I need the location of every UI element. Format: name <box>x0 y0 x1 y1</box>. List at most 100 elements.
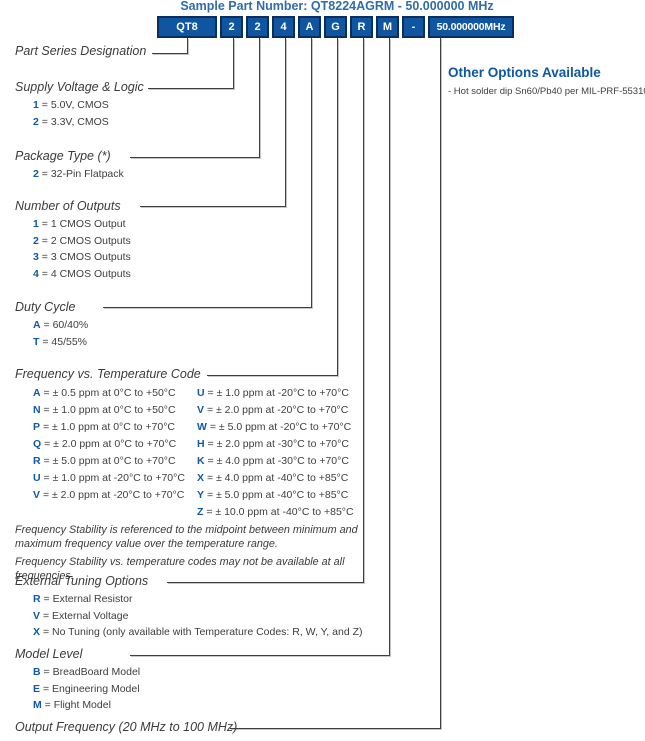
section-part-series: Part Series Designation <box>15 44 146 58</box>
part-number-box: R <box>350 16 373 38</box>
code-value: U <box>33 472 41 484</box>
part-number-box: G <box>324 16 347 38</box>
code-item: U = ± 1.0 ppm at -20°C to +70°C <box>197 385 354 402</box>
code-description: = 32-Pin Flatpack <box>41 168 124 180</box>
code-item: 1 = 1 CMOS Output <box>33 216 131 233</box>
code-description: = BreadBoard Model <box>43 666 141 678</box>
code-item: 2 = 2 CMOS Outputs <box>33 233 131 250</box>
connector-line <box>363 38 364 582</box>
code-value: 1 <box>33 218 39 230</box>
code-value: R <box>33 593 41 605</box>
code-description: = ± 5.0 ppm at -20°C to +70°C <box>209 421 352 433</box>
code-description: = ± 2.0 ppm at -30°C to +70°C <box>207 438 349 450</box>
connector-line <box>152 53 188 54</box>
code-value: A <box>33 319 41 331</box>
code-description: = ± 4.0 ppm at -40°C to +85°C <box>206 472 349 484</box>
code-value: Z <box>197 506 204 518</box>
code-value: N <box>33 404 41 416</box>
code-item: Y = ± 5.0 ppm at -40°C to +85°C <box>197 487 354 504</box>
code-item: P = ± 1.0 ppm at 0°C to +70°C <box>33 419 197 436</box>
connector-line <box>140 206 286 207</box>
connector-line <box>311 38 312 307</box>
section-duty-cycle: Duty Cycle A = 60/40% T = 45/55% <box>15 300 88 350</box>
code-description: = ± 2.0 ppm at -20°C to +70°C <box>42 489 185 501</box>
connector-line <box>230 728 441 729</box>
connector-line <box>233 38 234 88</box>
code-item: E = Engineering Model <box>33 681 140 698</box>
code-item: U = ± 1.0 ppm at -20°C to +70°C <box>33 470 197 487</box>
connector-line <box>389 38 390 655</box>
part-number-box: - <box>402 16 425 38</box>
code-value: M <box>33 699 42 711</box>
code-description: = External Resistor <box>43 593 133 605</box>
code-value: E <box>33 682 41 695</box>
part-number-box: M <box>376 16 399 38</box>
code-value: R <box>33 455 41 467</box>
code-value: 2 <box>33 168 39 180</box>
code-item: H = ± 2.0 ppm at -30°C to +70°C <box>197 436 354 453</box>
code-description: = 2 CMOS Outputs <box>41 234 131 247</box>
code-description: = ± 4.0 ppm at -30°C to +70°C <box>207 455 349 467</box>
code-description: = ± 1.0 ppm at -20°C to +70°C <box>207 387 349 399</box>
part-number-box-row: QT8 2 2 4 A G R M - 50.000000MHz <box>157 16 514 38</box>
code-description: = 60/40% <box>43 319 89 331</box>
code-value: U <box>197 387 205 399</box>
code-item: V = ± 2.0 ppm at -20°C to +70°C <box>33 487 197 504</box>
stability-note-1: Frequency Stability is referenced to the… <box>15 524 358 550</box>
other-options-panel: Other Options Available - Hot solder dip… <box>448 65 645 97</box>
code-item: K = ± 4.0 ppm at -30°C to +70°C <box>197 453 354 470</box>
other-options-heading: Other Options Available <box>448 65 601 80</box>
part-number-box: 2 <box>220 16 243 38</box>
code-value: 2 <box>33 115 39 128</box>
code-item: N = ± 1.0 ppm at 0°C to +50°C <box>33 402 197 419</box>
code-value: V <box>33 609 41 622</box>
code-description: = External Voltage <box>42 609 129 622</box>
code-value: B <box>33 666 41 678</box>
code-description: = 4 CMOS Outputs <box>41 267 131 280</box>
connector-line <box>130 655 390 656</box>
code-description: = ± 5.0 ppm at 0°C to +70°C <box>43 455 176 467</box>
part-number-box: 4 <box>272 16 295 38</box>
part-number-box: QT8 <box>157 16 217 38</box>
code-item: R = External Resistor <box>33 591 362 608</box>
code-value: Y <box>197 489 205 501</box>
section-output-frequency: Output Frequency (20 MHz to 100 MHz) <box>15 720 237 734</box>
code-description: = ± 2.0 ppm at 0°C to +70°C <box>44 438 177 450</box>
sample-part-number-title: Sample Part Number: QT8224AGRM - 50.0000… <box>180 0 494 13</box>
code-description: = No Tuning (only available with Tempera… <box>42 626 363 638</box>
code-value: K <box>197 455 205 467</box>
code-description: = ± 2.0 ppm at -20°C to +70°C <box>206 404 349 416</box>
code-description: = ± 5.0 ppm at -40°C to +85°C <box>206 489 349 501</box>
code-value: Q <box>33 438 42 450</box>
connector-line <box>167 582 364 583</box>
code-item: X = No Tuning (only available with Tempe… <box>33 624 362 641</box>
code-item: 4 = 4 CMOS Outputs <box>33 266 131 283</box>
code-item: 2 = 32-Pin Flatpack <box>33 166 124 183</box>
section-heading: Number of Outputs <box>15 199 121 213</box>
connector-line <box>187 38 188 53</box>
code-description: = 3 CMOS Outputs <box>41 251 131 263</box>
code-description: = 45/55% <box>42 335 88 348</box>
code-value: 2 <box>33 234 39 247</box>
code-value: 1 <box>33 99 39 111</box>
code-value: P <box>33 421 41 433</box>
code-description: = ± 10.0 ppm at -40°C to +85°C <box>206 506 354 518</box>
code-value: 4 <box>33 267 39 280</box>
code-item: W = ± 5.0 ppm at -20°C to +70°C <box>197 419 354 436</box>
part-number-box: 2 <box>246 16 269 38</box>
connector-line <box>207 375 338 376</box>
section-heading: Duty Cycle <box>15 300 76 314</box>
code-description: = ± 1.0 ppm at 0°C to +70°C <box>42 421 176 433</box>
temp-code-column-right: U = ± 1.0 ppm at -20°C to +70°C V = ± 2.… <box>197 385 354 521</box>
connector-line <box>259 38 260 157</box>
section-heading: Supply Voltage & Logic <box>15 80 144 94</box>
code-value: H <box>197 438 205 450</box>
code-value: V <box>33 489 41 501</box>
part-number-box: A <box>298 16 321 38</box>
code-description: = Flight Model <box>44 699 111 711</box>
section-number-of-outputs: Number of Outputs 1 = 1 CMOS Output 2 = … <box>15 199 131 282</box>
code-value: V <box>197 404 205 416</box>
stability-note-2: Frequency Stability vs. temperature code… <box>15 556 345 582</box>
code-item: X = ± 4.0 ppm at -40°C to +85°C <box>197 470 354 487</box>
